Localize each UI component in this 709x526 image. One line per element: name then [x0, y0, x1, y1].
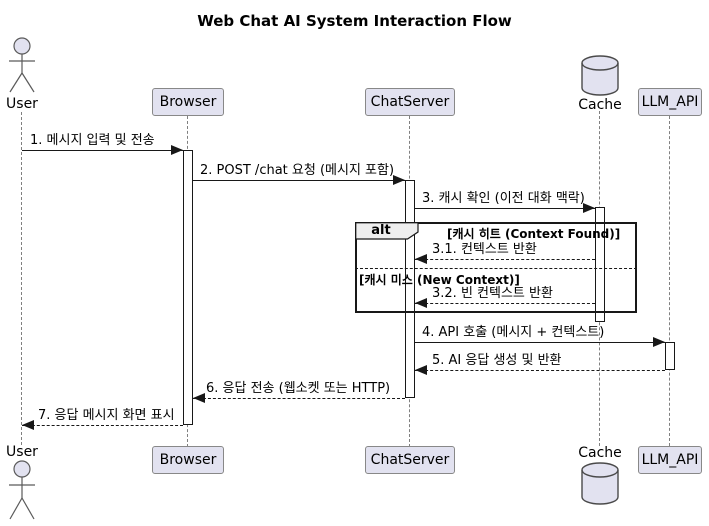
message-6-line [193, 398, 405, 399]
participant-chatserver-top: ChatServer [365, 88, 455, 116]
message-2-line [193, 180, 405, 181]
participant-cache-label: Cache [578, 97, 622, 113]
message-3-2-label: 3.2. 빈 컨텍스트 반환 [432, 286, 553, 301]
message-4-line [415, 342, 665, 343]
message-7-label: 7. 응답 메시지 화면 표시 [38, 408, 175, 423]
message-4-arrowhead [653, 337, 665, 347]
activation-browser [183, 150, 193, 425]
participant-llmapi-bottom: LLM_API [638, 446, 702, 474]
message-6-label: 6. 응답 전송 (웹소켓 또는 HTTP) [206, 381, 391, 396]
database-icon [581, 55, 619, 96]
message-3-2-line [415, 303, 595, 304]
alt-guard-hit: [캐시 히트 (Context Found)] [447, 227, 621, 241]
participant-user-top: User [0, 37, 44, 113]
lifeline-llmapi [669, 116, 670, 446]
participant-browser-top: Browser [152, 88, 224, 116]
participant-user-label: User [6, 96, 38, 112]
participant-chatserver-bottom: ChatServer [365, 446, 455, 474]
message-5-label: 5. AI 응답 생성 및 반환 [432, 353, 562, 368]
message-5-arrowhead [415, 365, 427, 375]
participant-browser-bottom: Browser [152, 446, 224, 474]
participant-user-bottom: User [0, 444, 44, 526]
message-1-label: 1. 메시지 입력 및 전송 [30, 133, 155, 148]
message-7-line [22, 425, 183, 426]
message-3-line [415, 208, 595, 209]
participant-user-bottom-label: User [6, 444, 38, 460]
lifeline-user [21, 112, 22, 445]
alt-divider [355, 268, 637, 269]
actor-icon [9, 37, 35, 93]
alt-fragment-frame [355, 222, 637, 313]
message-3-1-label: 3.1. 컨텍스트 반환 [432, 242, 537, 257]
message-2-arrowhead [393, 175, 405, 185]
message-3-2-arrowhead [415, 298, 427, 308]
participant-cache-bottom: Cache [578, 445, 622, 511]
participant-llmapi-top: LLM_API [638, 88, 702, 116]
message-6-arrowhead [193, 393, 205, 403]
activation-chatserver [405, 180, 415, 398]
message-5-line [415, 370, 665, 371]
message-3-label: 3. 캐시 확인 (이전 대화 맥락) [422, 191, 585, 206]
diagram-title: Web Chat AI System Interaction Flow [197, 12, 512, 30]
activation-cache [595, 207, 605, 322]
alt-guard-miss: [캐시 미스 (New Context)] [359, 273, 520, 287]
message-1-line [22, 150, 183, 151]
message-3-arrowhead [583, 203, 595, 213]
message-3-1-line [415, 259, 595, 260]
participant-cache-bottom-label: Cache [578, 445, 622, 461]
message-3-1-arrowhead [415, 254, 427, 264]
activation-llmapi [665, 342, 675, 370]
database-icon [581, 462, 619, 505]
message-2-label: 2. POST /chat 요청 (메시지 포함) [200, 163, 395, 178]
message-1-arrowhead [171, 145, 183, 155]
actor-icon [9, 460, 35, 520]
alt-fragment-pentagon [355, 222, 419, 240]
participant-cache-top: Cache [578, 54, 622, 113]
alt-operator-label: alt [371, 223, 391, 238]
message-7-arrowhead [22, 420, 34, 430]
message-4-label: 4. API 호출 (메시지 + 컨텍스트) [422, 325, 605, 340]
